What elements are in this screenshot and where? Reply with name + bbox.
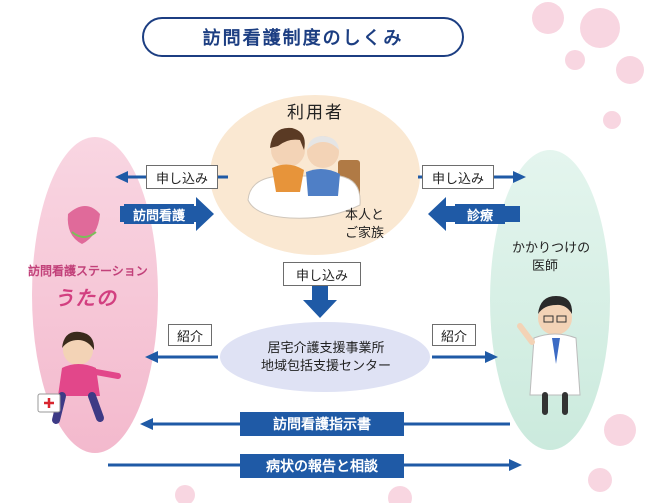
label-report: 病状の報告と相談	[240, 454, 404, 478]
center-line1: 居宅介護支援事業所	[267, 341, 385, 356]
label-intro-left: 紹介	[168, 324, 212, 346]
doctor-line1: かかりつけの	[512, 241, 591, 256]
center-line2: 地域包括支援センター	[260, 359, 391, 374]
station-logo-icon	[67, 206, 100, 244]
patient-family-illustration	[247, 127, 361, 219]
label-intro-right: 紹介	[432, 324, 476, 346]
label-visit-nursing: 訪問看護	[124, 204, 194, 224]
doctor-line2: 医師	[532, 259, 559, 274]
user-caption-line2: ご家族	[345, 226, 385, 241]
user-title: 利用者	[287, 103, 344, 123]
station-name: 訪問看護ステーション	[28, 264, 148, 278]
station-logo-text: うたの	[54, 286, 117, 310]
label-apply-right: 申し込み	[422, 165, 494, 189]
label-apply-left: 申し込み	[146, 165, 218, 189]
page-title: 訪問看護制度のしくみ	[142, 17, 464, 57]
label-instruction: 訪問看護指示書	[240, 412, 404, 436]
cherry-blossom-decoration	[175, 2, 644, 503]
nurse-illustration	[37, 331, 121, 424]
label-apply-center: 申し込み	[283, 262, 361, 286]
user-caption-line1: 本人と	[345, 208, 385, 223]
center-ellipse	[220, 322, 430, 392]
doctor-illustration	[517, 296, 581, 415]
label-treatment: 診療	[455, 204, 505, 224]
arrow-apply-center	[303, 285, 337, 318]
